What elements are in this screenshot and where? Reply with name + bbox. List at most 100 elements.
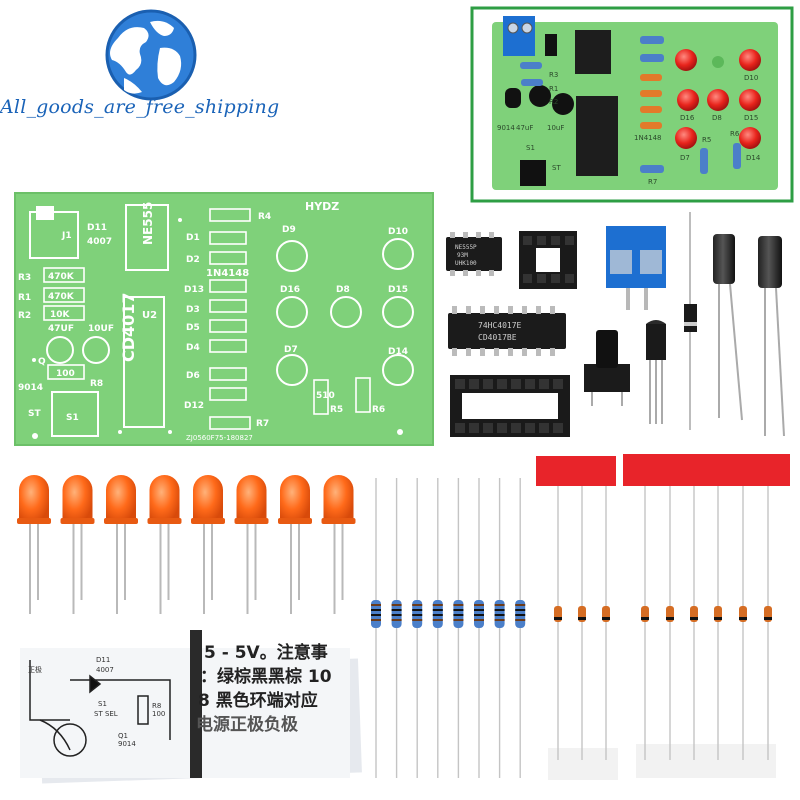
inset-label: D16 [680,114,695,122]
led [278,475,312,614]
pcb-silk-label: D7 [284,345,298,355]
pcb-ic-ref-label: U2 [142,310,157,321]
pcb-silk-label: ST [28,409,41,419]
pcb-ic-main-label: CD4017 [119,292,138,362]
signal-diode [739,486,747,760]
manual-label: 正极 [28,665,42,674]
chip-marking: UHK100 [455,260,477,267]
diode-tape-left [536,456,618,780]
pcb-silk-label: 510 [316,391,335,401]
pcb-serial: ZJ0560F75-180827 [186,434,253,442]
rectifier-diode [684,212,697,430]
pcb-silk-label: R5 [330,405,343,415]
pcb-silk-label: D2 [186,255,200,265]
signal-diode [578,486,586,760]
manual-line: 8 黑色环端对应 [198,690,318,711]
pcb-silk-label: 100 [56,369,75,379]
pcb-silk-label: 9014 [18,383,43,393]
pcb-silk-label: D16 [280,285,300,295]
chip-marking: 93M [457,252,468,259]
pcb-silk-label: R2 [18,311,31,321]
pcb-silk-label: R3 [18,273,31,283]
inset-label: D7 [680,154,690,162]
inset-label: D10 [744,74,758,82]
manual-label: S1 [98,700,107,708]
signal-diode [714,486,722,760]
pcb-silk-label: J1 [61,231,72,241]
resistor [494,478,505,778]
instruction-manual: 正极 D11 4007 R8 100 Q1 9014 S1 ST SEL 5 -… [20,630,362,784]
cd4017-chip: 74HC4017E CD4017BE [448,306,566,356]
pcb-silk-label: 10UF [88,324,114,334]
screw-terminal [606,226,666,310]
led [104,475,138,614]
inset-label: R1 [549,85,558,93]
pcb-silk-label: D9 [282,225,296,235]
ic-socket-8pin [519,231,577,289]
inset-label: 9014 [497,124,515,132]
resistor [432,478,443,778]
signal-diode [641,486,649,760]
pcb-silk-label: 4007 [87,237,112,247]
inset-label: R5 [702,136,711,144]
pcb-silk-label: 10K [50,310,71,320]
pcb-silk-label: D15 [388,285,408,295]
brand-watermark: All_goods_are_free_shipping [0,96,280,118]
manual-line: 5 - 5V。注意事 [204,642,328,663]
pcb-silk-label: D1 [186,233,200,243]
manual-label: 4007 [96,666,114,674]
led [60,475,95,614]
inset-label: 1N4148 [634,134,662,142]
inset-label: D8 [712,114,722,122]
manual-label: 9014 [118,740,136,748]
inset-label: S1 [526,144,535,152]
pcb-silk-label: 470K [48,272,75,282]
pcb-silk-label: R8 [90,379,103,389]
pcb-silk-label: D5 [186,323,200,333]
resistor [474,478,484,778]
pcb-silk-label: 47UF [48,324,74,334]
led [147,475,182,614]
pcb-silk-label: S1 [66,413,79,423]
pcb-silk-label: D4 [186,343,200,353]
pcb-diode-ref: 1N4148 [206,268,249,279]
pcb-silk-label: R1 [18,293,31,303]
pcb-silk-label: D14 [388,347,408,357]
signal-diode [690,486,698,760]
pcb-silk-label: D10 [388,227,408,237]
pcb-maker-label: HYDZ [305,200,339,213]
signal-diode [554,486,562,760]
diode-tape-right [623,454,790,778]
resistor [453,478,464,778]
manual-line: ：绿棕黑黑棕 10 [200,666,332,687]
inset-label: R2 [549,98,558,106]
inset-label: D14 [746,154,761,162]
pcb-silk-label: D13 [184,285,204,295]
electrolytic-capacitor [713,234,743,421]
electrolytic-capacitor [758,236,785,437]
signal-diode [602,486,610,760]
pcb-silk-label: 470K [48,292,75,302]
chip-marking: 74HC4017E [478,321,522,330]
pcb-silk-label: D3 [186,305,200,315]
inset-label: 10uF [547,124,564,132]
manual-label: R8 [152,702,161,710]
ic-socket-16pin [450,375,570,437]
inset-label: D15 [744,114,758,122]
inset-label: 47uF [516,124,533,132]
pcb-silk-label: Q [38,357,46,367]
tact-switch [584,330,630,406]
resistor [371,478,381,778]
inset-label: R6 [730,130,740,138]
led [17,475,51,614]
led [321,475,356,614]
chip-marking: CD4017BE [478,333,517,342]
brand-globe-logo [105,9,197,101]
assembled-board-inset: R3 R1 R2 9014 47uF 10uF S1 ST 1N4148 D10… [470,6,794,203]
manual-line: 电源正极负极 [196,714,298,735]
pcb-silk-label: R7 [256,419,269,429]
resistor [412,478,423,778]
pcb-silk-label: D11 [87,223,107,233]
manual-label: ST SEL [94,710,118,718]
